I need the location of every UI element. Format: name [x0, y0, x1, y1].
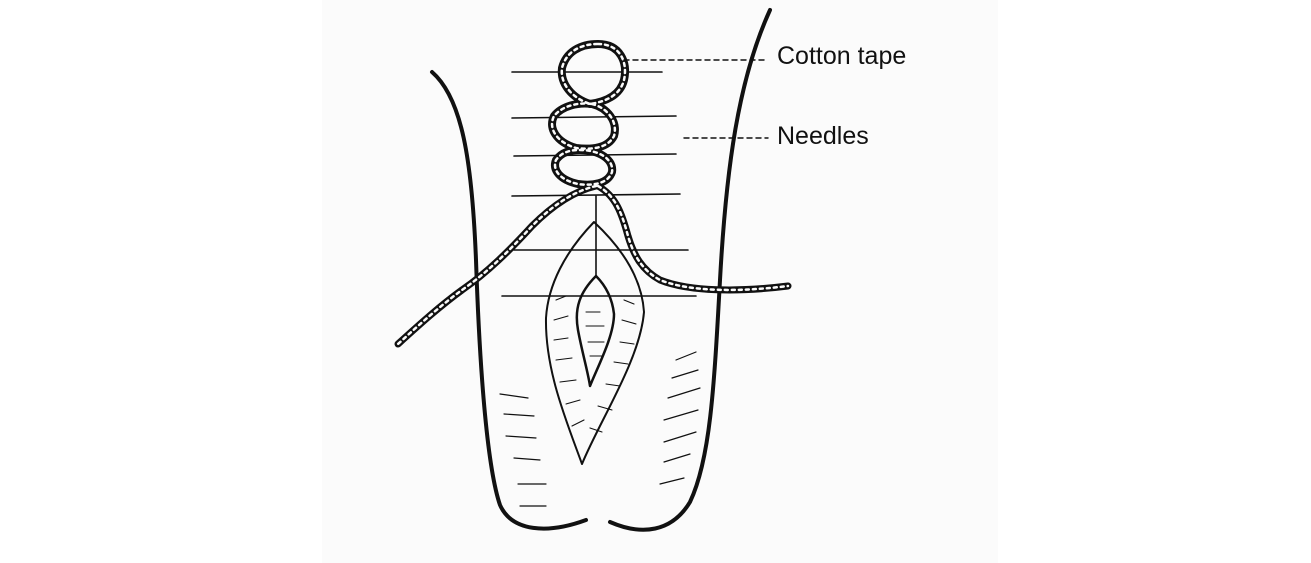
cotton-tape — [394, 40, 792, 348]
vulva-hatching — [553, 295, 637, 433]
vulva-inner-opening — [575, 274, 616, 388]
left-outer-contour — [430, 70, 588, 531]
label-needles: Needles — [777, 122, 869, 150]
skin-shading-marks — [499, 351, 701, 507]
vulva-outer-outline — [544, 221, 645, 465]
needle-2 — [511, 115, 677, 119]
right-outer-contour — [608, 8, 772, 532]
tape-tail-right — [594, 182, 792, 294]
needle-4 — [511, 193, 681, 197]
label-cotton-tape: Cotton tape — [777, 42, 907, 70]
tape-tail-left — [394, 182, 600, 348]
